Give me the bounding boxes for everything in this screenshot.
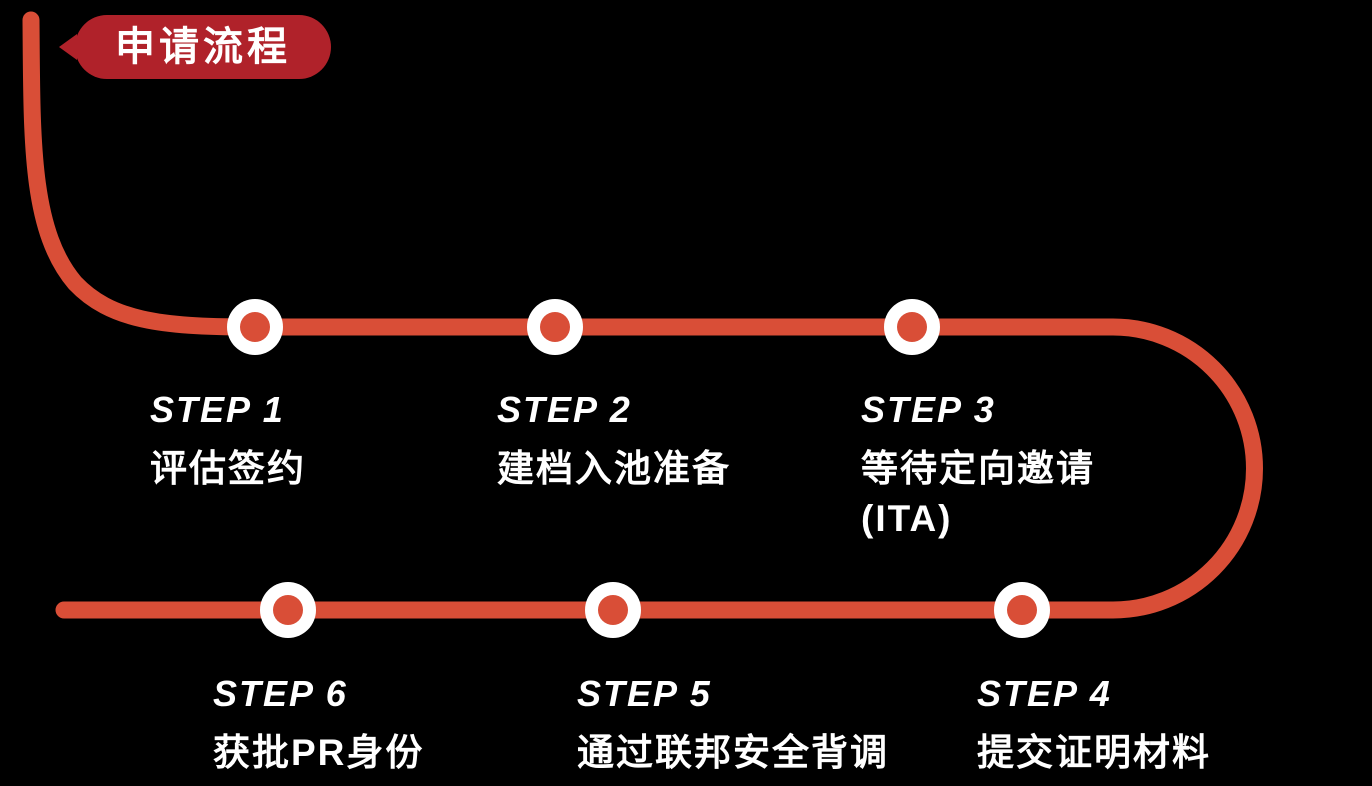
step-3-marker xyxy=(884,299,940,355)
step-5-marker xyxy=(585,582,641,638)
step-1-marker xyxy=(227,299,283,355)
step-3-description: 等待定向邀请 (ITA) xyxy=(861,448,1095,539)
step-2-block: STEP 2 建档入池准备 xyxy=(497,392,731,494)
step-2-description: 建档入池准备 xyxy=(497,448,731,489)
step-4-block: STEP 4 提交证明材料 xyxy=(977,676,1211,778)
step-3-label: STEP 3 xyxy=(861,389,996,430)
step-4-marker xyxy=(994,582,1050,638)
step-6-block: STEP 6 获批PR身份 xyxy=(213,676,424,778)
step-1-label: STEP 1 xyxy=(150,389,285,430)
step-6-marker xyxy=(260,582,316,638)
step-1-block: STEP 1 评估签约 xyxy=(150,392,306,494)
step-3-block: STEP 3 等待定向邀请 (ITA) xyxy=(861,392,1095,544)
step-2-dot-icon xyxy=(540,312,570,342)
step-4-description: 提交证明材料 xyxy=(977,732,1211,773)
step-6-description: 获批PR身份 xyxy=(213,732,425,773)
step-5-dot-icon xyxy=(598,595,628,625)
flow-path-line xyxy=(22,11,1263,619)
step-2-label: STEP 2 xyxy=(497,389,632,430)
step-6-dot-icon xyxy=(273,595,303,625)
step-1-dot-icon xyxy=(240,312,270,342)
badge-arrow-tail-icon xyxy=(59,34,77,60)
step-5-block: STEP 5 通过联邦安全背调 xyxy=(577,676,889,778)
process-title-label: 申请流程 xyxy=(115,25,291,69)
step-5-description: 通过联邦安全背调 xyxy=(577,732,889,773)
step-4-dot-icon xyxy=(1007,595,1037,625)
process-title-badge: 申请流程 xyxy=(59,15,331,79)
step-3-dot-icon xyxy=(897,312,927,342)
step-2-marker xyxy=(527,299,583,355)
step-1-description: 评估签约 xyxy=(150,448,306,489)
step-5-label: STEP 5 xyxy=(577,673,712,714)
step-4-label: STEP 4 xyxy=(977,673,1112,714)
step-6-label: STEP 6 xyxy=(213,673,348,714)
